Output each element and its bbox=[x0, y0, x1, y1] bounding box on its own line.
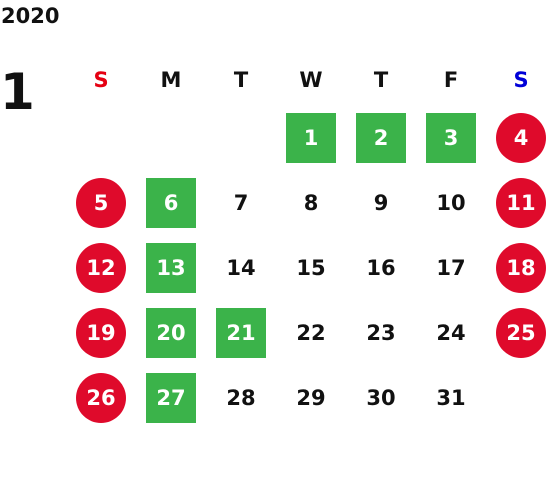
weekday-header: W bbox=[299, 68, 323, 92]
day-cell[interactable]: 30 bbox=[346, 365, 416, 430]
day-number: 13 bbox=[146, 242, 196, 293]
day-number: 25 bbox=[496, 307, 546, 358]
day-number: 23 bbox=[366, 320, 396, 345]
weekday-header: M bbox=[160, 68, 182, 92]
day-cell[interactable]: 23 bbox=[346, 300, 416, 365]
day-number: 2 bbox=[356, 112, 406, 163]
empty-day-cell bbox=[66, 105, 136, 170]
day-number: 3 bbox=[426, 112, 476, 163]
weekday-header: S bbox=[513, 68, 529, 92]
day-cell[interactable]: 29 bbox=[276, 365, 346, 430]
day-cell[interactable]: 3 bbox=[416, 105, 486, 170]
day-cell[interactable]: 11 bbox=[486, 170, 548, 235]
calendar-year: 2020 bbox=[1, 4, 60, 28]
day-cell[interactable]: 10 bbox=[416, 170, 486, 235]
day-cell[interactable]: 12 bbox=[66, 235, 136, 300]
day-cell[interactable]: 19 bbox=[66, 300, 136, 365]
day-number: 7 bbox=[233, 190, 249, 215]
day-cell[interactable]: 16 bbox=[346, 235, 416, 300]
empty-day-cell bbox=[486, 365, 548, 430]
weekday-header: T bbox=[233, 68, 249, 92]
day-cell[interactable]: 25 bbox=[486, 300, 548, 365]
day-number: 1 bbox=[286, 112, 336, 163]
day-number: 28 bbox=[226, 385, 256, 410]
day-cell[interactable]: 13 bbox=[136, 235, 206, 300]
day-cell[interactable]: 17 bbox=[416, 235, 486, 300]
empty-day-cell bbox=[136, 105, 206, 170]
day-number: 10 bbox=[436, 190, 466, 215]
calendar-month: 1 bbox=[0, 63, 35, 121]
day-number: 27 bbox=[146, 372, 196, 423]
day-number: 17 bbox=[436, 255, 466, 280]
day-number: 18 bbox=[496, 242, 546, 293]
weekday-header: S bbox=[93, 68, 109, 92]
day-cell[interactable]: 26 bbox=[66, 365, 136, 430]
day-cell[interactable]: 18 bbox=[486, 235, 548, 300]
day-number: 26 bbox=[76, 372, 126, 423]
day-number: 30 bbox=[366, 385, 396, 410]
day-cell[interactable]: 15 bbox=[276, 235, 346, 300]
day-number: 24 bbox=[436, 320, 466, 345]
day-number: 9 bbox=[373, 190, 389, 215]
day-number: 8 bbox=[303, 190, 319, 215]
day-number: 19 bbox=[76, 307, 126, 358]
day-cell[interactable]: 20 bbox=[136, 300, 206, 365]
day-number: 11 bbox=[496, 177, 546, 228]
day-cell[interactable]: 6 bbox=[136, 170, 206, 235]
day-cell[interactable]: 8 bbox=[276, 170, 346, 235]
day-number: 5 bbox=[76, 177, 126, 228]
day-cell[interactable]: 27 bbox=[136, 365, 206, 430]
day-cell[interactable]: 5 bbox=[66, 170, 136, 235]
day-number: 22 bbox=[296, 320, 326, 345]
day-number: 14 bbox=[226, 255, 256, 280]
day-cell[interactable]: 7 bbox=[206, 170, 276, 235]
day-cell[interactable]: 24 bbox=[416, 300, 486, 365]
day-number: 6 bbox=[146, 177, 196, 228]
day-number: 15 bbox=[296, 255, 326, 280]
day-cell[interactable]: 28 bbox=[206, 365, 276, 430]
weekday-header: F bbox=[443, 68, 459, 92]
day-number: 4 bbox=[496, 112, 546, 163]
day-cell[interactable]: 31 bbox=[416, 365, 486, 430]
day-cell[interactable]: 22 bbox=[276, 300, 346, 365]
day-number: 21 bbox=[216, 307, 266, 358]
day-number: 31 bbox=[436, 385, 466, 410]
day-cell[interactable]: 14 bbox=[206, 235, 276, 300]
day-cell[interactable]: 21 bbox=[206, 300, 276, 365]
day-number: 16 bbox=[366, 255, 396, 280]
day-number: 20 bbox=[146, 307, 196, 358]
weekday-header: T bbox=[373, 68, 389, 92]
day-number: 12 bbox=[76, 242, 126, 293]
day-number: 29 bbox=[296, 385, 326, 410]
empty-day-cell bbox=[206, 105, 276, 170]
day-cell[interactable]: 9 bbox=[346, 170, 416, 235]
day-cell[interactable]: 4 bbox=[486, 105, 548, 170]
day-cell[interactable]: 2 bbox=[346, 105, 416, 170]
day-cell[interactable]: 1 bbox=[276, 105, 346, 170]
